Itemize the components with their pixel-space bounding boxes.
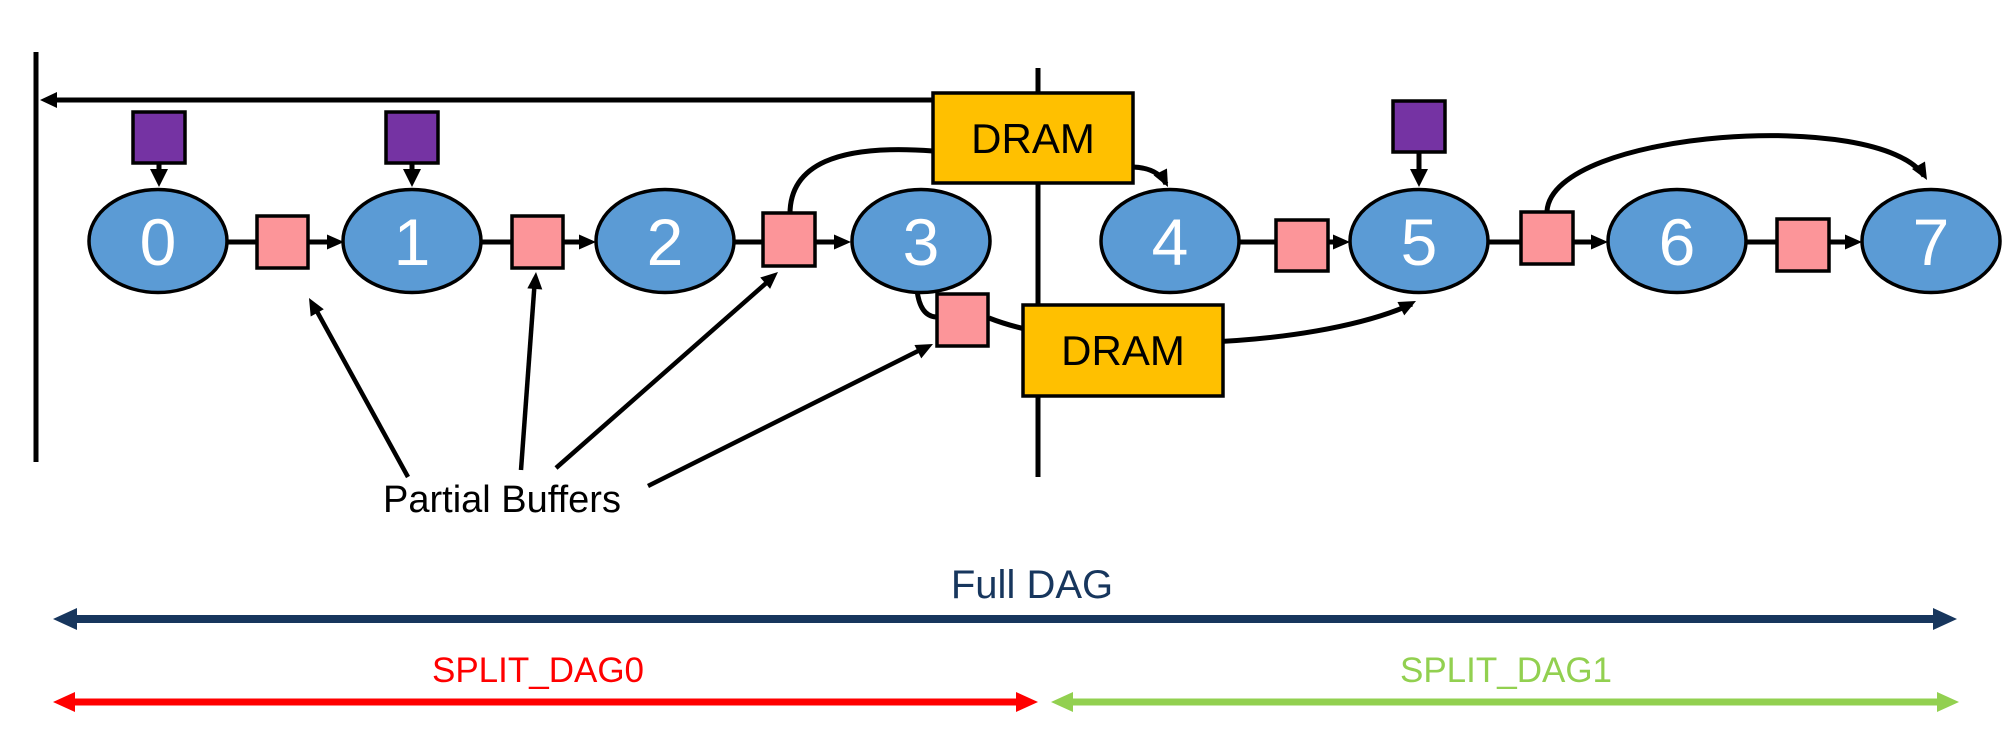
arrowhead-node6-icon xyxy=(1591,234,1608,250)
node-ellipse-1 xyxy=(341,187,483,295)
dram-bottom-box xyxy=(1021,303,1225,398)
arrowhead-node4-icon xyxy=(1153,168,1168,187)
weight-arrowhead-node1-icon xyxy=(403,169,421,187)
node-label-0: 0 xyxy=(140,205,177,279)
full-dag-right-arrowhead-icon xyxy=(1933,608,1957,630)
split-dag0-right-arrowhead-icon xyxy=(1016,692,1038,712)
partial-buffer-0 xyxy=(255,214,310,270)
callout-arrowhead-c-icon xyxy=(760,272,778,289)
full-dag-left-arrowhead-icon xyxy=(53,608,77,630)
split-dag0-left-arrowhead-icon xyxy=(53,692,75,712)
node-ellipse-3 xyxy=(850,187,992,295)
full-dag-label: Full DAG xyxy=(951,563,1113,607)
node-label-4: 4 xyxy=(1152,205,1189,279)
arrowhead-node5-icon xyxy=(1397,301,1416,316)
node-label-1: 1 xyxy=(394,205,431,279)
split-dag1-range: SPLIT_DAG1 xyxy=(1051,651,1959,712)
partial-buffer-1 xyxy=(510,214,565,270)
split-dag1-right-arrowhead-icon xyxy=(1937,692,1959,712)
arrowhead-node7-icon xyxy=(1912,161,1927,180)
diagram-ink-layer: DRAM DRAM xyxy=(33,52,2002,521)
node-ellipse-4 xyxy=(1099,187,1241,295)
weight-square-node5 xyxy=(1391,99,1447,154)
partial-buffer-2 xyxy=(761,211,817,268)
partial-buffers-label: Partial Buffers xyxy=(383,479,621,521)
weight-arrowhead-node5-icon xyxy=(1410,169,1428,187)
full-dag-range: Full DAG xyxy=(53,563,1957,630)
arrowhead-node5b-icon xyxy=(1333,234,1350,250)
split-dag1-left-arrowhead-icon xyxy=(1051,692,1073,712)
weight-arrowhead-node0-icon xyxy=(150,169,168,187)
node-label-6: 6 xyxy=(1659,205,1696,279)
edge-buffer2-to-dram xyxy=(787,147,934,216)
edge-buffer5-to-node7 xyxy=(1544,133,1927,212)
node-ellipse-0 xyxy=(87,187,229,295)
dram-bottom-label: DRAM xyxy=(1061,327,1185,374)
node-ellipse-2 xyxy=(594,187,736,295)
node-ellipse-7 xyxy=(1860,187,2002,295)
partial-buffers-callout-d xyxy=(646,346,924,489)
node-ellipse-5 xyxy=(1348,187,1490,295)
partial-buffers-callout-b xyxy=(518,277,538,471)
callout-arrowhead-a-icon xyxy=(309,298,324,317)
node-label-2: 2 xyxy=(647,205,684,279)
arrowhead-node2-icon xyxy=(579,234,596,250)
arrowhead-node3-icon xyxy=(834,234,851,250)
arrowhead-node1-icon xyxy=(327,234,344,250)
partial-buffer-6 xyxy=(1775,217,1831,273)
arrowhead-node7b-icon xyxy=(1845,234,1862,250)
dram-top-label: DRAM xyxy=(971,115,1095,162)
split-dag0-range: SPLIT_DAG0 xyxy=(53,651,1038,712)
node-label-7: 7 xyxy=(1913,205,1950,279)
node-label-5: 5 xyxy=(1401,205,1438,279)
weight-square-node1 xyxy=(384,110,440,165)
partial-buffer-5 xyxy=(1519,210,1575,266)
partial-buffer-3 xyxy=(935,292,990,348)
weight-square-node0 xyxy=(131,110,187,165)
partial-buffer-4 xyxy=(1274,218,1330,273)
partial-buffers-callout-a xyxy=(312,304,410,479)
split-dag1-label: SPLIT_DAG1 xyxy=(1400,651,1612,690)
callout-arrowhead-b-icon xyxy=(527,272,543,290)
node-label-3: 3 xyxy=(903,205,940,279)
partial-buffers-callout-c xyxy=(554,276,774,470)
callout-arrowhead-d-icon xyxy=(914,344,933,359)
dram-top-box xyxy=(931,91,1135,185)
split-dag0-label: SPLIT_DAG0 xyxy=(432,651,644,690)
left-arrowhead-icon xyxy=(40,92,57,108)
node-ellipse-6 xyxy=(1606,187,1748,295)
